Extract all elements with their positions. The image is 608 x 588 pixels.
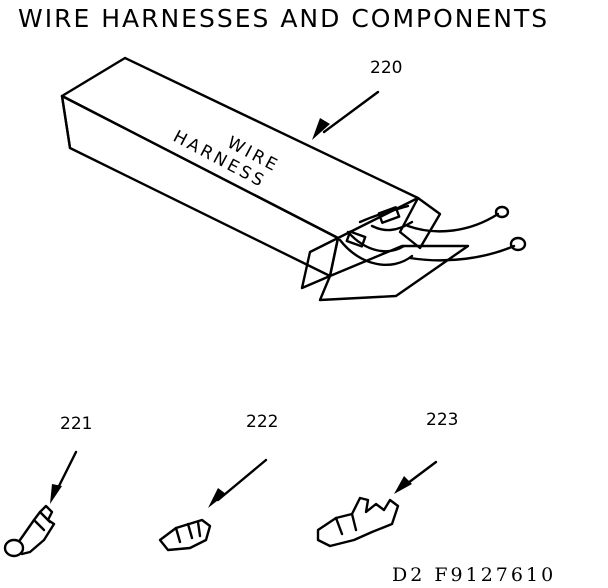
callout-label-220: 220: [370, 58, 403, 78]
callout-label-223: 223: [426, 410, 459, 430]
diagram-title: WIRE HARNESSES AND COMPONENTS: [18, 4, 550, 33]
part-223-crimp-terminal: [316, 460, 438, 548]
callout-arrow-220: [312, 90, 380, 140]
drawing-code: D2 F9127610: [392, 564, 557, 586]
callout-label-221: 221: [60, 414, 93, 434]
wire-harness-box: [60, 56, 527, 302]
part-222-spade-connector: [158, 458, 268, 552]
callout-label-222: 222: [246, 412, 279, 432]
part-221-ring-terminal: [3, 450, 78, 558]
